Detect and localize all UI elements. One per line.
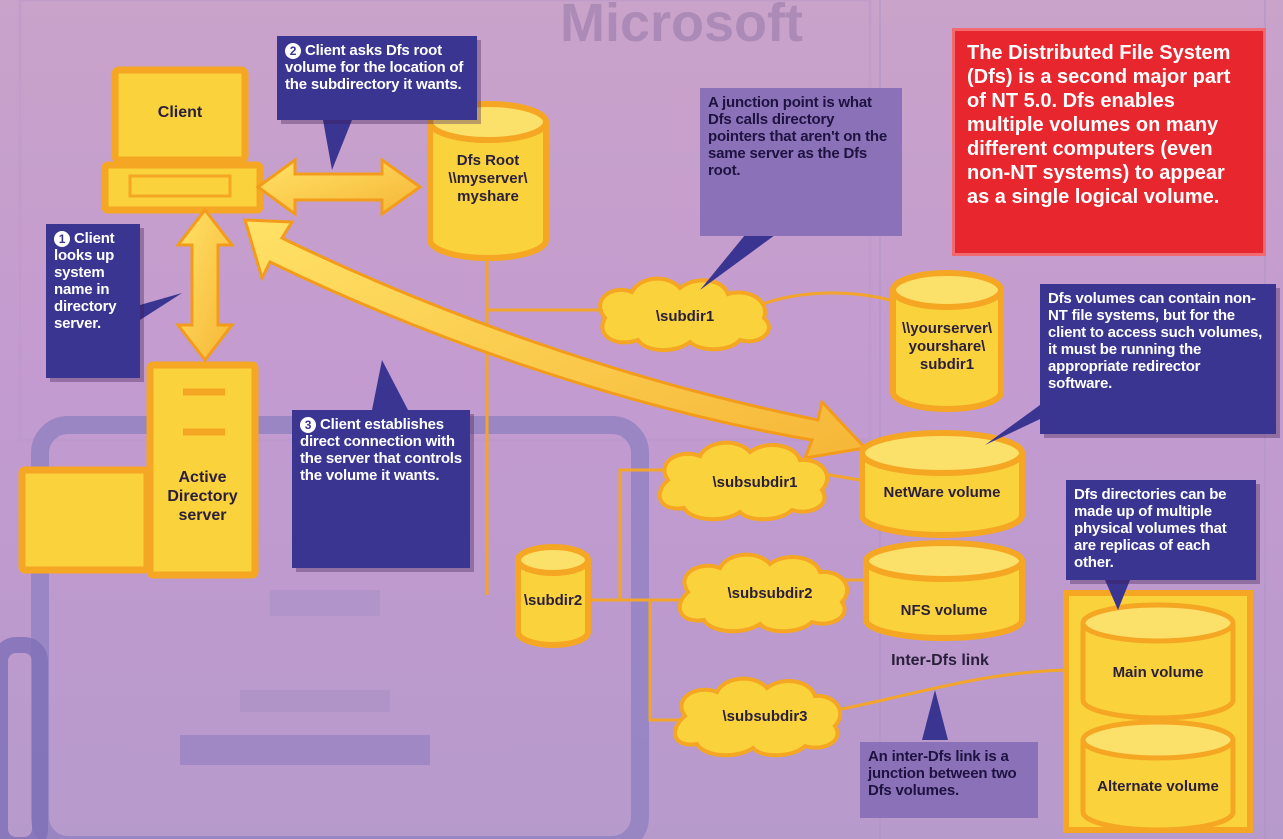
client-computer (101, 66, 264, 214)
netware-volume-label: NetWare volume (883, 484, 1001, 501)
yourserver-server: \\yourserver\ (901, 320, 993, 337)
step3-text: Client establishes direct connection wit… (300, 416, 462, 484)
step1-text: Client looks up system name in directory… (54, 230, 117, 332)
active-directory-label: Active Directory server (167, 469, 238, 524)
replicas-text: Dfs directories can be made up of multip… (1074, 486, 1227, 571)
netware-volume-cylinder (859, 430, 1025, 538)
subsubdir3-label: \subsubdir3 (722, 708, 808, 725)
dfs-root-server: \\myserver\ (448, 170, 528, 187)
step2-number: 2 (285, 43, 301, 59)
inter-dfs-text: An inter-Dfs link is a junction between … (868, 748, 1017, 799)
subdir2-cylinder (515, 544, 591, 648)
replicas-callout: Dfs directories can be made up of multip… (1066, 480, 1256, 580)
non-nt-callout: Dfs volumes can contain non-NT file syst… (1040, 284, 1276, 434)
subsubdir1-cloud (657, 440, 830, 522)
dfs-root-share: myshare (457, 188, 519, 205)
non-nt-text: Dfs volumes can contain non-NT file syst… (1048, 290, 1263, 392)
step1-number: 1 (54, 231, 70, 247)
lookup-arrow (174, 207, 236, 363)
main-volume-label: Main volume (1112, 664, 1204, 681)
step3-number: 3 (300, 417, 316, 433)
dfs-root-title: Dfs Root (456, 152, 520, 169)
nfs-volume-cylinder (863, 540, 1025, 641)
subsubdir2-cloud (677, 552, 850, 634)
subdir1-cloud (598, 276, 771, 352)
yourserver-subdir: subdir1 (919, 356, 975, 373)
yourserver-cylinder (890, 270, 1004, 412)
dfs-root-request-arrow (255, 157, 423, 217)
junction-point-text: A junction point is what Dfs calls direc… (708, 94, 888, 179)
subsubdir2-label: \subsubdir2 (727, 585, 813, 602)
intro-text-box: The Distributed File System (Dfs) is a s… (952, 28, 1266, 256)
active-directory-server (18, 361, 259, 579)
client-label: Client (157, 104, 203, 121)
dfs-root-label: Dfs Root \\myserver\ myshare (438, 152, 538, 206)
subsubdir1-label: \subsubdir1 (712, 474, 798, 491)
yourserver-share: yourshare\ (908, 338, 986, 355)
inter-dfs-link-label: Inter-Dfs link (891, 652, 989, 669)
intro-text: The Distributed File System (Dfs) is a s… (967, 42, 1231, 208)
replica-volume-group (1063, 590, 1253, 833)
step2-text: Client asks Dfs root volume for the loca… (285, 42, 464, 93)
alternate-volume-label: Alternate volume (1097, 778, 1219, 795)
subsubdir3-cloud (673, 676, 843, 758)
subdir2-label: \subdir2 (523, 592, 583, 609)
nfs-volume-label: NFS volume (900, 602, 988, 619)
subdir1-label: \subdir1 (655, 308, 715, 325)
yourserver-label: \\yourserver\ yourshare\ subdir1 (893, 320, 1001, 374)
inter-dfs-callout: An inter-Dfs link is a junction between … (860, 742, 1038, 818)
headline-fragment: Microsoft (560, 0, 803, 53)
junction-point-callout: A junction point is what Dfs calls direc… (700, 88, 902, 236)
